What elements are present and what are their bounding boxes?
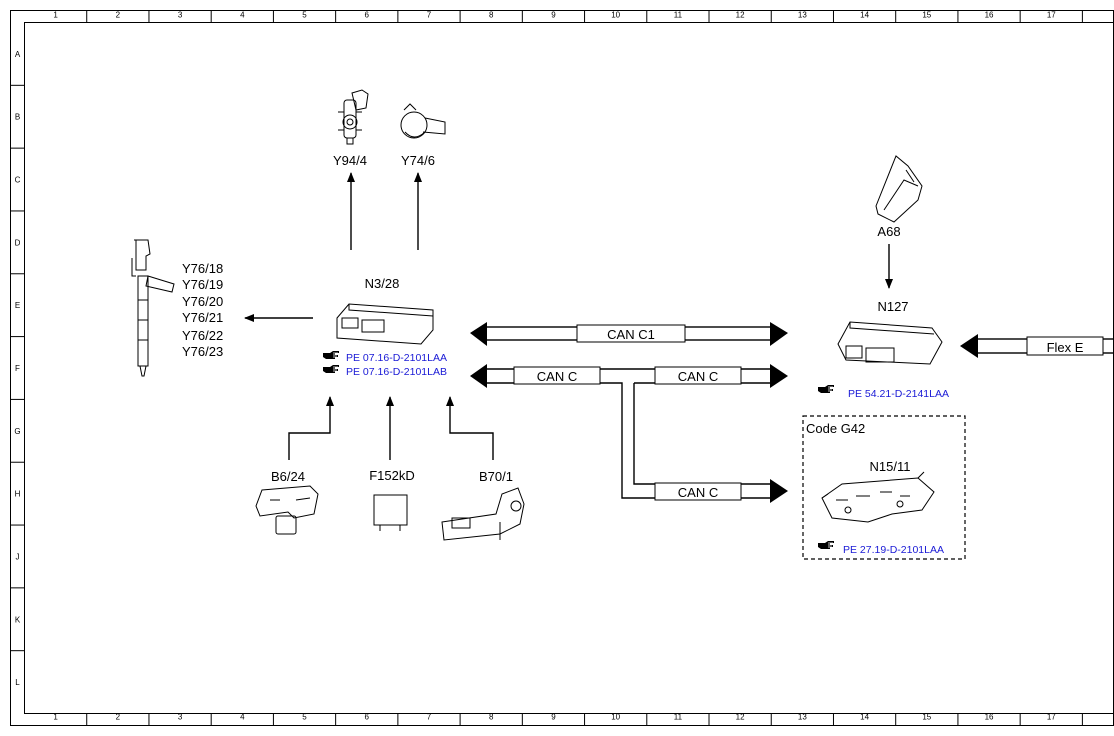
f152kd-relay-drawing — [373, 494, 408, 531]
grid-row-label: K — [15, 615, 21, 624]
hand-pointer-icon — [817, 540, 835, 550]
grid-row-label: C — [15, 176, 21, 185]
label-b6-24: B6/24 — [271, 469, 305, 484]
label-n127: N127 — [877, 299, 908, 314]
label-f152kd: F152kD — [369, 468, 415, 483]
n15-11-control-unit-drawing — [821, 471, 935, 523]
grid-column-label: 11 — [674, 11, 683, 20]
grid-column-label: 11 — [674, 713, 683, 722]
grid-column-label: 2 — [116, 11, 121, 20]
grid-column-label: 6 — [365, 11, 370, 20]
grid-column-label: 2 — [116, 713, 121, 722]
grid-row-ticks: A B C D E F G H J K L — [10, 50, 25, 687]
grid-column-label: 15 — [922, 11, 931, 20]
flex-e-bus: Flex E — [960, 334, 1114, 358]
grid-column-label: 9 — [551, 713, 556, 722]
grid-row-label: A — [15, 50, 21, 59]
grid-column-label: 16 — [985, 713, 994, 722]
label-a68: A68 — [877, 224, 900, 239]
b6-24-sensor-drawing — [255, 485, 319, 535]
a68-pedal-drawing — [875, 155, 923, 223]
label-injector-1: Y76/18 — [182, 261, 223, 276]
grid-row-label: L — [15, 678, 20, 687]
grid-column-label: 8 — [489, 713, 494, 722]
grid-column-label: 7 — [427, 713, 432, 722]
grid-column-label: 16 — [985, 11, 994, 20]
grid-row-label: F — [15, 364, 20, 373]
grid-row-label: H — [15, 490, 21, 499]
grid-column-label: 13 — [798, 11, 807, 20]
grid-column-label: 15 — [922, 713, 931, 722]
signal-arrow-b6-24 — [288, 396, 334, 460]
grid-row-label: G — [14, 427, 20, 436]
grid-column-ticks: 1122334455667788991010111112121313141415… — [53, 10, 1083, 726]
label-can-c1: CAN C1 — [607, 327, 655, 342]
grid-column-label: 4 — [240, 713, 245, 722]
label-can-c-left: CAN C — [537, 369, 577, 384]
grid-column-label: 3 — [178, 11, 183, 20]
can-c-bus: CAN C CAN C CAN C — [470, 364, 788, 503]
grid-column-label: 1 — [53, 713, 58, 722]
label-y94-4: Y94/4 — [333, 153, 367, 168]
grid-row-label: D — [15, 238, 21, 247]
grid-row-label: E — [15, 301, 20, 310]
ref-n3-28-1: PE 07.16-D-2101LAA — [346, 352, 447, 364]
option-code-box — [802, 415, 966, 560]
grid-column-label: 14 — [860, 11, 869, 20]
y94-4-valve-drawing — [338, 89, 369, 145]
grid-column-label: 7 — [427, 11, 432, 20]
ref-n15-11: PE 27.19-D-2101LAA — [843, 544, 944, 556]
grid-column-label: 6 — [365, 713, 370, 722]
injector-drawing — [131, 239, 175, 377]
grid-column-label: 10 — [611, 11, 620, 20]
grid-column-label: 1 — [53, 11, 58, 20]
label-injector-2: Y76/19 — [182, 277, 223, 292]
grid-row-label: B — [15, 113, 20, 122]
drawing-frame: 1122334455667788991010111112121313141415… — [10, 10, 1114, 726]
grid-column-label: 14 — [860, 713, 869, 722]
grid-column-label: 10 — [611, 713, 620, 722]
label-flex-e: Flex E — [1047, 340, 1084, 355]
label-injector-3: Y76/20 — [182, 294, 223, 309]
grid-column-label: 12 — [736, 713, 745, 722]
label-code-g42: Code G42 — [806, 421, 865, 436]
can-c1-bus: CAN C1 — [470, 322, 788, 346]
grid-column-label: 17 — [1047, 713, 1056, 722]
grid-column-label: 9 — [551, 11, 556, 20]
hand-pointer-icon — [817, 384, 835, 394]
label-b70-1: B70/1 — [479, 469, 513, 484]
hand-pointer-icon — [322, 350, 340, 360]
grid-column-label: 5 — [302, 11, 307, 20]
label-n15-11: N15/11 — [870, 459, 911, 474]
grid-column-label: 8 — [489, 11, 494, 20]
grid-column-label: 4 — [240, 11, 245, 20]
grid-row-label: J — [16, 552, 20, 561]
hand-pointer-icon — [322, 364, 340, 374]
grid-column-label: 12 — [736, 11, 745, 20]
ref-n127: PE 54.21-D-2141LAA — [848, 388, 949, 400]
label-injector-6: Y76/23 — [182, 344, 223, 359]
label-y74-6: Y74/6 — [401, 153, 435, 168]
n127-control-unit-drawing — [837, 321, 943, 365]
label-can-c-right: CAN C — [678, 369, 718, 384]
signal-arrow-b70-1 — [446, 396, 494, 460]
label-can-c-lower: CAN C — [678, 485, 718, 500]
label-n3-28: N3/28 — [365, 276, 400, 291]
n3-28-control-unit-drawing — [336, 303, 434, 345]
ref-n3-28-2: PE 07.16-D-2101LAB — [346, 366, 447, 378]
grid-column-label: 13 — [798, 713, 807, 722]
y74-6-valve-drawing — [400, 103, 446, 139]
label-injector-4: Y76/21 — [182, 310, 223, 325]
grid-column-label: 3 — [178, 713, 183, 722]
grid-column-label: 17 — [1047, 11, 1056, 20]
label-injector-5: Y76/22 — [182, 328, 223, 343]
grid-column-label: 5 — [302, 713, 307, 722]
b70-1-sensor-drawing — [441, 487, 525, 541]
